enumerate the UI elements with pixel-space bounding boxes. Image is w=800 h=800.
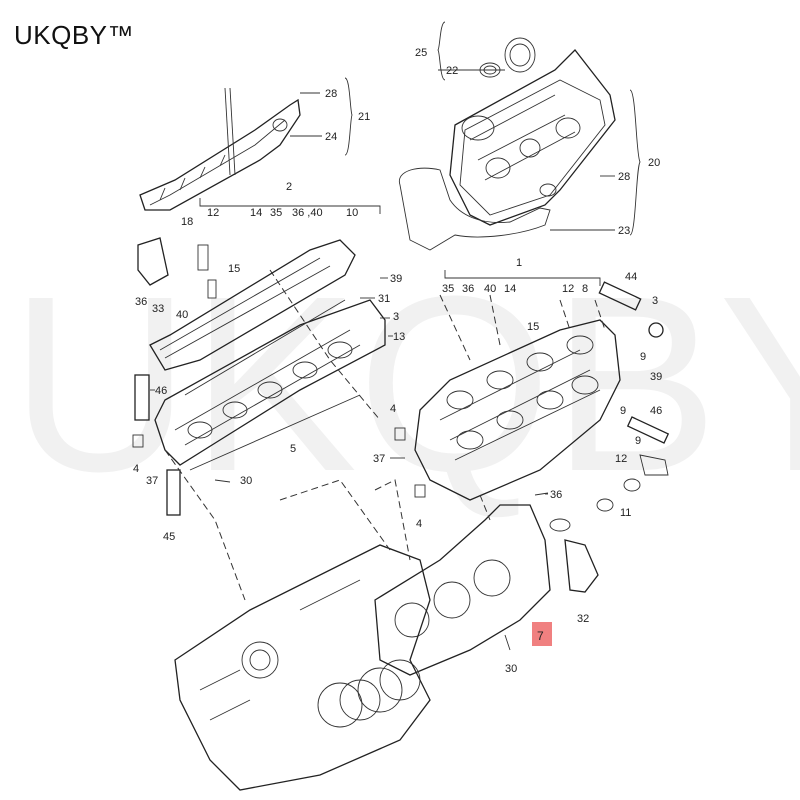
callout-label: 13 xyxy=(393,331,405,343)
callout-label: 10 xyxy=(346,207,358,219)
part-46-left xyxy=(134,374,150,421)
callout-label: 1 xyxy=(516,257,522,269)
alignment-line-d xyxy=(479,494,491,521)
callout-label: 32 xyxy=(577,613,589,625)
callout-label: 28 xyxy=(325,88,337,100)
callout-label: 4 xyxy=(133,463,139,475)
engine-block xyxy=(174,544,431,791)
highlight-box xyxy=(532,622,552,646)
callout-label: 22 xyxy=(446,65,458,77)
callout-label: 40 xyxy=(484,283,496,295)
part-9-bracket xyxy=(639,454,669,476)
part-4-low xyxy=(414,484,426,498)
part-44 xyxy=(598,281,642,311)
callout-label: 36 xyxy=(550,489,562,501)
callout-label: 31 xyxy=(378,293,390,305)
callout-label: 30 xyxy=(505,663,517,675)
alignment-line-c xyxy=(374,479,411,561)
part-45 xyxy=(166,469,181,516)
callout-label: 39 xyxy=(650,371,662,383)
callout-label: 39 xyxy=(390,273,402,285)
valve-cover-gasket xyxy=(399,167,551,251)
callout-label: 36 xyxy=(135,296,147,308)
callout-label: 15 xyxy=(228,263,240,275)
part-11 xyxy=(623,478,641,492)
callout-label: 9 xyxy=(635,435,641,447)
cylinder-head-right xyxy=(414,319,621,501)
part-30-right xyxy=(504,634,511,651)
callout-label: 3 xyxy=(652,295,658,307)
callout-label: 30 xyxy=(240,475,252,487)
callout-label: 9 xyxy=(620,405,626,417)
callout-label: 36 ,40 xyxy=(292,207,323,219)
callout-label: 33 xyxy=(152,303,164,315)
part-18 xyxy=(197,244,209,271)
part-30-left xyxy=(214,479,231,483)
part-18-cover xyxy=(137,237,169,286)
part-32 xyxy=(564,539,599,593)
callout-label: 18 xyxy=(181,216,193,228)
bracket-2 xyxy=(199,198,381,214)
callout-label: 28 xyxy=(618,171,630,183)
callout-label: 45 xyxy=(163,531,175,543)
cylinder-head-left xyxy=(149,239,386,471)
callout-label: 4 xyxy=(390,403,396,415)
part-46-right xyxy=(626,416,670,444)
callout-label: 15 xyxy=(527,321,539,333)
callout-label: 14 xyxy=(504,283,516,295)
callout-label: 36 xyxy=(462,283,474,295)
callout-label: 24 xyxy=(325,131,337,143)
part-3-right xyxy=(648,322,664,338)
callout-label: 35 xyxy=(270,207,282,219)
callout-label: 8 xyxy=(582,283,588,295)
callout-label: 12 xyxy=(615,453,627,465)
callout-label: 20 xyxy=(648,157,660,169)
callout-label: 46 xyxy=(650,405,662,417)
callout-label: 40 xyxy=(176,309,188,321)
alignment-line-e xyxy=(269,269,381,421)
callout-label: 44 xyxy=(625,271,637,283)
alignment-line-f xyxy=(439,294,471,361)
bracket-1 xyxy=(444,270,601,286)
callout-label: 12 xyxy=(207,207,219,219)
callout-label: 25 xyxy=(415,47,427,59)
alignment-line-g xyxy=(489,294,501,346)
part-4-left xyxy=(132,434,144,448)
callout-label: 2 xyxy=(286,181,292,193)
callout-label-highlighted: 7 xyxy=(537,629,544,643)
callout-label: 23 xyxy=(618,225,630,237)
callout-label: 3 xyxy=(393,311,399,323)
bracket-21 xyxy=(344,77,353,156)
callout-label: 11 xyxy=(620,507,631,519)
part-36-spring xyxy=(534,492,549,496)
alignment-line-a xyxy=(164,449,246,601)
part-seal-a xyxy=(549,518,571,532)
callout-label: 4 xyxy=(416,518,422,530)
part-12-left xyxy=(207,279,217,299)
bracket-25 xyxy=(437,21,446,81)
callout-label: 37 xyxy=(146,475,158,487)
valve-cover-right xyxy=(449,37,616,226)
alignment-line-b xyxy=(279,479,391,551)
callout-label: 9 xyxy=(640,351,646,363)
alignment-line-h xyxy=(559,299,571,331)
callout-label: 5 xyxy=(290,443,296,455)
callout-label: 21 xyxy=(358,111,370,123)
callout-label: 12 xyxy=(562,283,574,295)
part-4-mid xyxy=(394,427,406,441)
watermark-text: UKQBY™ xyxy=(10,244,800,523)
callout-label: 14 xyxy=(250,207,262,219)
callout-label: 35 xyxy=(442,283,454,295)
part-seal-b xyxy=(596,498,614,512)
bracket-20 xyxy=(629,89,641,236)
callout-label: 37 xyxy=(373,453,385,465)
brand-logo-text: UKQBY™ xyxy=(14,20,135,50)
cylinder-head-gasket xyxy=(339,504,551,721)
callout-label: 46 xyxy=(155,385,167,397)
alignment-line-i xyxy=(594,299,606,331)
valve-cover-left xyxy=(139,87,301,211)
